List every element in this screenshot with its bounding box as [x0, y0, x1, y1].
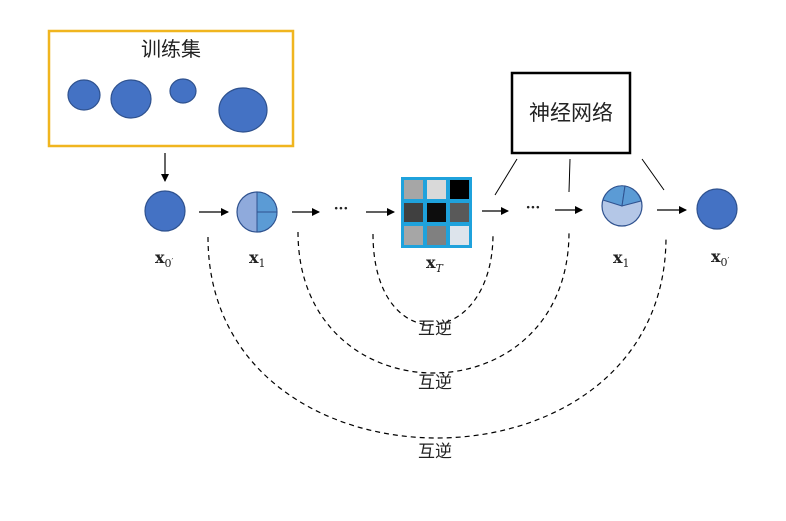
- inverse-arcs: [207, 231, 667, 439]
- label-xT: xT: [426, 253, 445, 275]
- node-x0-start: [144, 190, 186, 232]
- network-connector-lines: [494, 158, 665, 196]
- label-x1-reverse: x1: [613, 248, 630, 270]
- noise-grid-cell: [450, 203, 469, 222]
- noise-grid-cell: [427, 203, 446, 222]
- label-x1-forward: x1: [249, 248, 266, 270]
- node-x0-end: [696, 188, 738, 230]
- ellipsis-right: ···: [526, 200, 541, 216]
- noise-grid-cell: [427, 226, 446, 245]
- inverse-label-inner: 互逆: [418, 319, 452, 339]
- node-x1-forward: [236, 191, 278, 233]
- noise-grid-cell: [404, 203, 423, 222]
- inverse-arc-inner: [372, 233, 494, 326]
- training-set-label: 训练集: [141, 37, 201, 61]
- noise-grid-cell: [450, 180, 469, 199]
- noise-grid-cell: [404, 180, 423, 199]
- training-samples: [67, 78, 268, 133]
- label-x0-end: x0′: [711, 247, 730, 269]
- training-sample-circle: [169, 78, 197, 104]
- inverse-arc-middle: [297, 231, 570, 374]
- noise-grid-cell: [450, 226, 469, 245]
- process-arrows: [199, 206, 687, 216]
- noise-grid-cell: [404, 226, 423, 245]
- neural-network-label: 神经网络: [529, 101, 613, 125]
- training-sample-circle: [218, 87, 268, 133]
- noise-grid-cell: [427, 180, 446, 199]
- node-x1-reverse: [601, 185, 643, 227]
- ellipsis-left: ···: [334, 201, 349, 217]
- training-set-box: [47, 29, 295, 148]
- training-sample-circle: [67, 79, 101, 111]
- neural-network-box: [510, 71, 632, 155]
- label-x0-start: x0′: [155, 248, 174, 270]
- inverse-label-outer: 互逆: [418, 442, 452, 462]
- noise-grid-xT: [401, 177, 472, 248]
- inverse-label-middle: 互逆: [418, 373, 452, 393]
- inverse-arc-outer: [207, 236, 667, 439]
- training-sample-circle: [110, 79, 152, 119]
